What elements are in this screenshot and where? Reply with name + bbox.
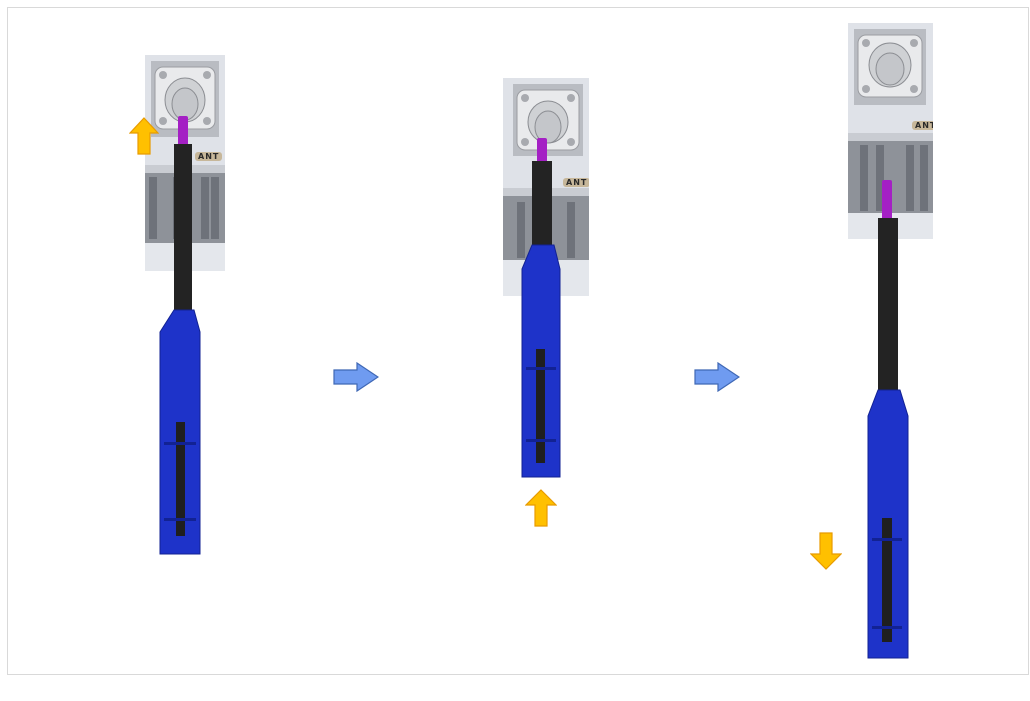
step-1-cleaner-tool — [150, 110, 220, 560]
pull-down-arrow-icon — [810, 532, 842, 570]
step-3-tip — [882, 180, 892, 220]
step-3-cleaner-tool — [862, 178, 922, 662]
step-2-slider — [536, 349, 545, 463]
step-1-tip — [178, 116, 188, 146]
push-up-arrow-icon — [525, 489, 557, 527]
step-3-shaft — [878, 218, 898, 394]
step-3-ant-label: ANT — [912, 121, 933, 130]
step-2-tip — [537, 138, 547, 164]
next-step-arrow-icon — [694, 362, 740, 392]
step-2-cleaner-tool — [514, 135, 584, 485]
step-3-slider — [882, 518, 892, 642]
step-2-shaft — [532, 161, 552, 251]
next-step-arrow-icon — [333, 362, 379, 392]
push-up-arrow-icon — [129, 117, 159, 155]
